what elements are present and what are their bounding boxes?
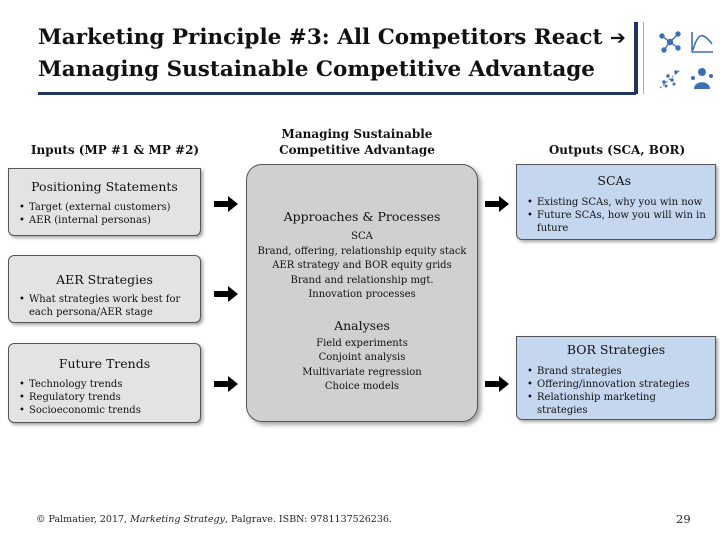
arrow-right-icon <box>214 196 238 212</box>
output-box-title: SCAs <box>597 173 631 188</box>
analyses-list: Field experiments Conjoint analysis Mult… <box>247 337 477 395</box>
output-box-title: BOR Strategies <box>566 342 666 357</box>
output-box-bor-strategies: BOR Strategies Brand strategies Offering… <box>516 336 716 420</box>
analysis-item: Field experiments <box>316 337 408 349</box>
input-bullets: Technology trends Regulatory trends Soci… <box>19 378 200 417</box>
arrow-right-icon: ➔ <box>609 27 626 49</box>
bullet-item: Offering/innovation strategies <box>527 378 709 391</box>
bullet-item: Socioeconomic trends <box>19 404 200 417</box>
bullet-item: Technology trends <box>19 378 200 391</box>
analysis-item: Conjoint analysis <box>318 352 406 363</box>
citation: © Palmatier, 2017, Marketing Strategy, P… <box>36 514 392 525</box>
input-bullets: Target (external customers) AER (interna… <box>19 201 200 227</box>
input-box-title: Positioning Statements <box>31 179 178 194</box>
bullet-item: Brand strategies <box>527 365 709 378</box>
approach-item: Innovation processes <box>308 289 416 300</box>
output-bullets: Existing SCAs, why you win now Future SC… <box>527 196 709 235</box>
approaches-title: Approaches & Processes <box>283 209 441 224</box>
outputs-header: Outputs (SCA, BOR) <box>548 143 686 157</box>
approach-item: Brand, offering, relationship equity sta… <box>257 245 467 257</box>
input-box-title: AER Strategies <box>56 272 153 287</box>
bullet-item: Target (external customers) <box>19 201 200 214</box>
analyses-title: Analyses <box>334 317 390 333</box>
middle-header: Managing Sustainable Competitive Advanta… <box>279 127 435 157</box>
title-underline <box>38 92 636 95</box>
citation-prefix: © Palmatier, 2017, <box>36 514 131 525</box>
corner-divider <box>634 22 638 94</box>
input-box-aer-strategies: AER Strategies What strategies work best… <box>8 255 201 323</box>
page-number: 29 <box>676 512 691 526</box>
analysis-item: Choice models <box>324 381 400 392</box>
scatter-icon <box>656 64 684 92</box>
input-bullets: What strategies work best for each perso… <box>19 293 192 319</box>
bullet-item: What strategies work best for each perso… <box>19 293 192 319</box>
arrow-right-icon <box>214 286 238 302</box>
citation-title: Marketing Strategy <box>130 514 225 525</box>
input-box-title: Future Trends <box>58 356 151 371</box>
bullet-item: Existing SCAs, why you win now <box>527 196 709 209</box>
analysis-item: Multivariate regression <box>302 366 422 378</box>
slide-title: Marketing Principle #3: All Competitors … <box>38 22 638 85</box>
approach-item: SCA <box>351 231 373 242</box>
bullet-item: Regulatory trends <box>19 391 200 404</box>
input-box-positioning: Positioning Statements Target (external … <box>8 168 201 236</box>
bullet-item: Relationship marketing strategies <box>527 391 709 417</box>
input-box-future-trends: Future Trends Technology trends Regulato… <box>8 343 201 423</box>
approaches-list: SCA Brand, offering, relationship equity… <box>247 230 477 303</box>
middle-process-box: Approaches & Processes SCA Brand, offeri… <box>246 164 478 422</box>
output-bullets: Brand strategies Offering/innovation str… <box>527 365 709 417</box>
person-icon <box>688 64 716 92</box>
arrow-right-icon <box>485 196 509 212</box>
arrow-right-icon <box>485 376 509 392</box>
network-icon <box>656 28 684 56</box>
approach-item: Brand and relationship mgt. <box>290 274 434 286</box>
arrow-right-icon <box>214 376 238 392</box>
inputs-header: Inputs (MP #1 & MP #2) <box>30 143 200 157</box>
output-box-scas: SCAs Existing SCAs, why you win now Futu… <box>516 164 716 240</box>
bullet-item: AER (internal personas) <box>19 214 200 227</box>
corner-divider-thin <box>643 22 644 94</box>
bullet-item: Future SCAs, how you will win in future <box>527 209 709 235</box>
approach-item: AER strategy and BOR equity grids <box>272 260 452 271</box>
title-line-1: Marketing Principle #3: All Competitors … <box>38 25 603 50</box>
citation-suffix: , Palgrave. ISBN: 9781137526236. <box>224 514 392 525</box>
title-line-2: Managing Sustainable Competitive Advanta… <box>38 57 595 82</box>
curve-icon <box>688 28 716 56</box>
